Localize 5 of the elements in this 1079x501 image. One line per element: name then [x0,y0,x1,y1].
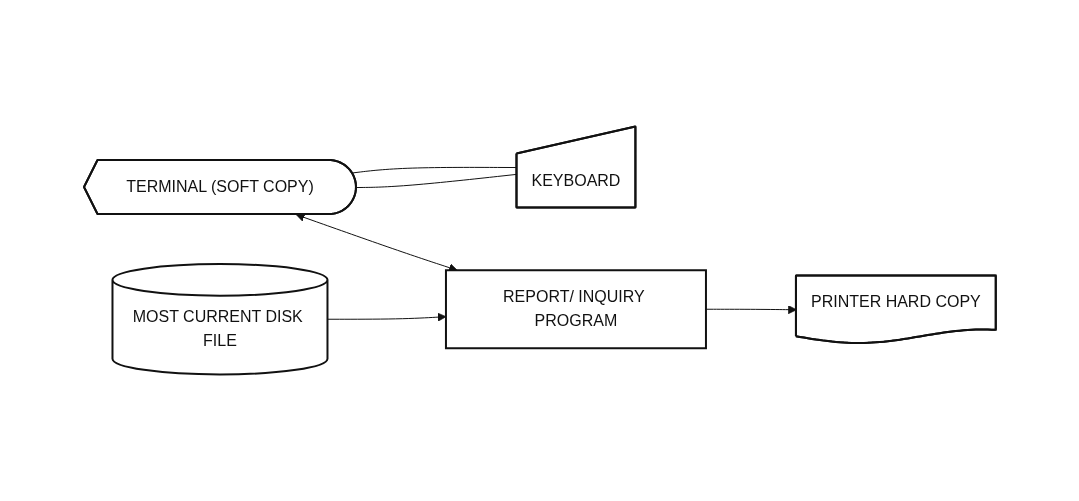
arrow [326,312,446,322]
connector [355,173,518,189]
arrow [705,305,797,315]
node-box: REPORT/ INQUIRY PROGRAM [444,269,707,350]
connector [351,166,518,174]
